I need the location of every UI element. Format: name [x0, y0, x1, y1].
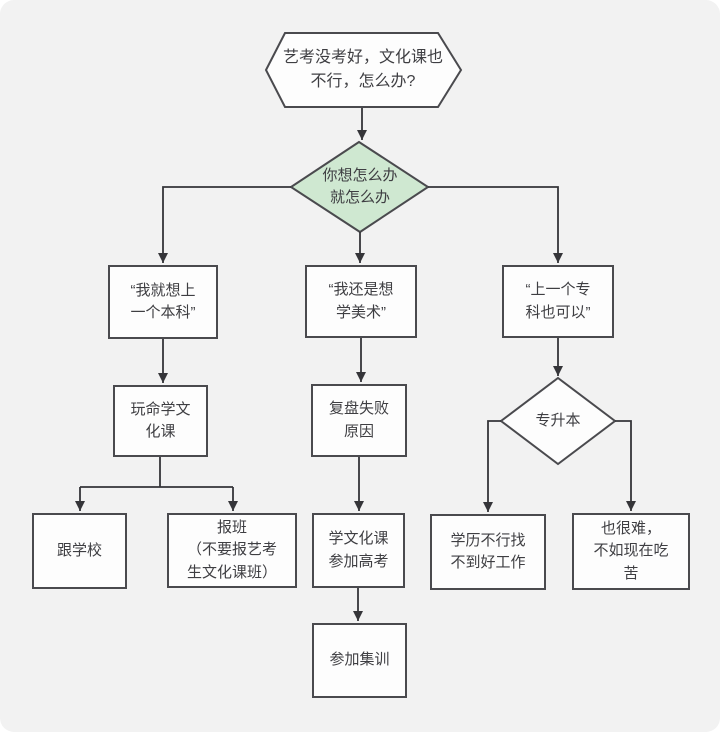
node-still-want-art: “我还是想 学美术”	[305, 265, 417, 338]
node-also-hard: 也很难， 不如现在吃 苦	[572, 513, 690, 590]
node-sign-up-class: 报班 （不要报艺考 生文化课班）	[167, 513, 297, 588]
node-take-gaokao: 学文化课 参加高考	[312, 513, 405, 588]
start-node-label: 艺考没考好，文化课也 不行，怎么办?	[282, 49, 443, 90]
node-training-camp: 参加集训	[312, 623, 407, 698]
edge-zsb-to-nojob	[483, 420, 501, 512]
node-want-bachelor: “我就想上 一个本科”	[108, 265, 218, 339]
start-hexagon-shape	[264, 32, 463, 108]
main-decision-label: 你想怎么办 就怎么办	[322, 166, 398, 207]
edge-studyhard-split-stem	[80, 457, 233, 488]
node-study-hard: 玩命学文 化课	[113, 385, 208, 457]
zhuanshengben-decision-diamond-shape	[499, 376, 617, 466]
edge-zsb-to-alsohard	[615, 420, 636, 511]
node-follow-school: 跟学校	[32, 513, 127, 589]
node-no-good-job: 学历不行找 不到好工作	[430, 514, 546, 590]
edge-decision-to-zhuanke	[428, 186, 563, 263]
edge-decision-to-benke	[158, 186, 291, 263]
node-college-ok: “上一个专 科也可以”	[502, 265, 614, 338]
zhuanshengben-decision-label: 专升本	[535, 411, 581, 429]
node-review-failure: 复盘失败 原因	[311, 384, 407, 457]
